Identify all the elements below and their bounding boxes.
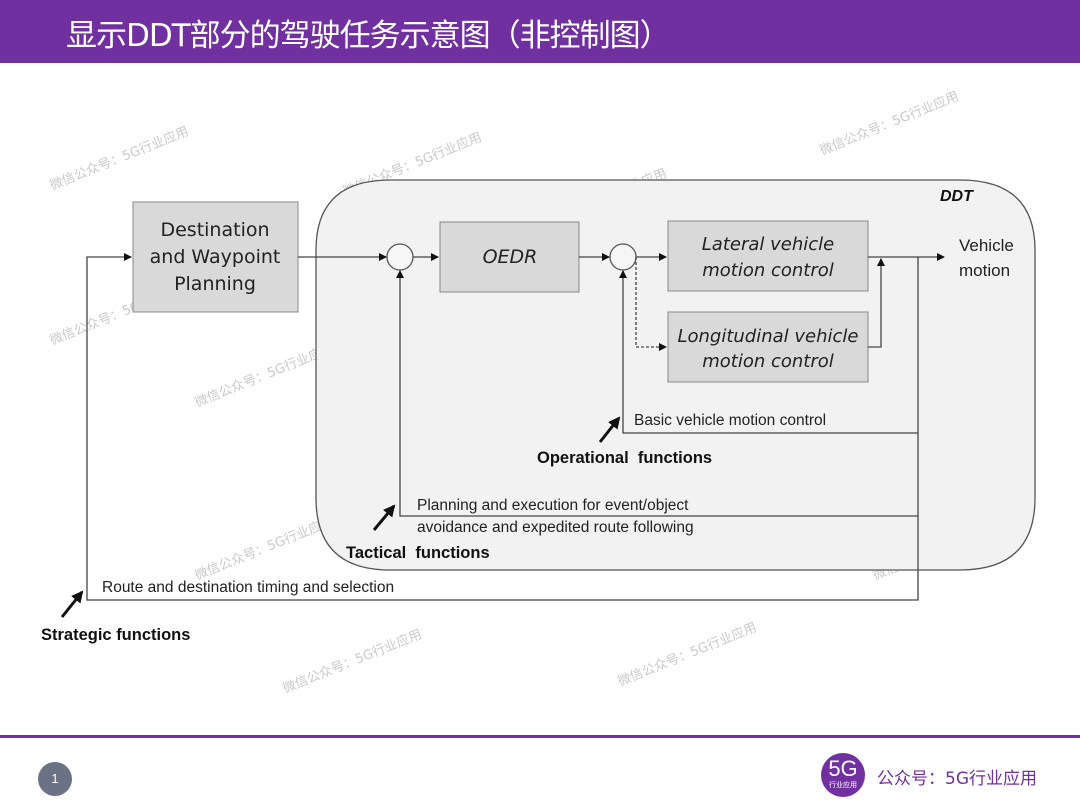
strategic-pointer-arrow (60, 590, 84, 618)
strategic-functions-label: Strategic functions (41, 626, 190, 644)
ddt-label: DDT (940, 188, 974, 205)
flow-lines (86, 253, 945, 601)
destination-line-2: and Waypoint (150, 246, 281, 268)
slide-title: 显示DDT部分的驾驶任务示意图（非控制图） (66, 18, 671, 54)
tactical-loop-label-2: avoidance and expedited route following (417, 519, 694, 536)
footer-divider (0, 735, 1080, 738)
longitudinal-control-box (667, 311, 869, 383)
longitudinal-line-1: Longitudinal vehicle (677, 326, 858, 347)
tactical-pointer-arrow (372, 504, 396, 531)
logo-main-text: 5G (828, 756, 858, 781)
operational-loop-label: Basic vehicle motion control (634, 412, 826, 429)
watermark: 微信公众号：5G行业应用 (48, 123, 192, 193)
lateral-line-1: Lateral vehicle (702, 234, 834, 255)
summing-junction-2 (609, 243, 637, 271)
vehicle-motion-line-1: Vehicle (959, 236, 1014, 255)
lateral-line-2: motion control (702, 260, 834, 281)
destination-planning-box (132, 201, 299, 313)
page-number-badge: 1 (38, 762, 72, 796)
title-bar: 显示DDT部分的驾驶任务示意图（非控制图） (0, 0, 1080, 63)
logo-sub-text: 行业应用 (829, 781, 857, 789)
oedr-box (439, 221, 580, 293)
operational-pointer-arrow (598, 416, 621, 443)
watermark: 微信公众号：5G行业应用 (193, 513, 337, 583)
pointer-arrows (60, 416, 621, 618)
brand-logo: 5G 行业应用 (821, 753, 865, 797)
watermark: 微信公众号：5G行业应用 (818, 88, 962, 158)
watermark: 微信公众号：5G行业应用 (616, 619, 760, 689)
vehicle-motion-line-2: motion (959, 261, 1010, 280)
oedr-label: OEDR (483, 246, 538, 268)
lateral-control-box (667, 220, 869, 292)
strategic-loop-label: Route and destination timing and selecti… (102, 579, 394, 596)
watermark: 微信公众号：5G行业应用 (193, 340, 337, 410)
destination-line-1: Destination (160, 219, 269, 241)
summing-junction-1 (386, 243, 414, 271)
tactical-loop-label-1: Planning and execution for event/object (417, 497, 689, 514)
destination-line-3: Planning (174, 273, 256, 295)
operational-functions-label: Operational functions (537, 449, 712, 467)
watermark: 微信公众号：5G行业应用 (281, 626, 425, 696)
longitudinal-line-2: motion control (702, 351, 834, 372)
footer-account-label: 公众号：5G行业应用 (877, 769, 1037, 789)
tactical-functions-label: Tactical functions (346, 544, 490, 562)
